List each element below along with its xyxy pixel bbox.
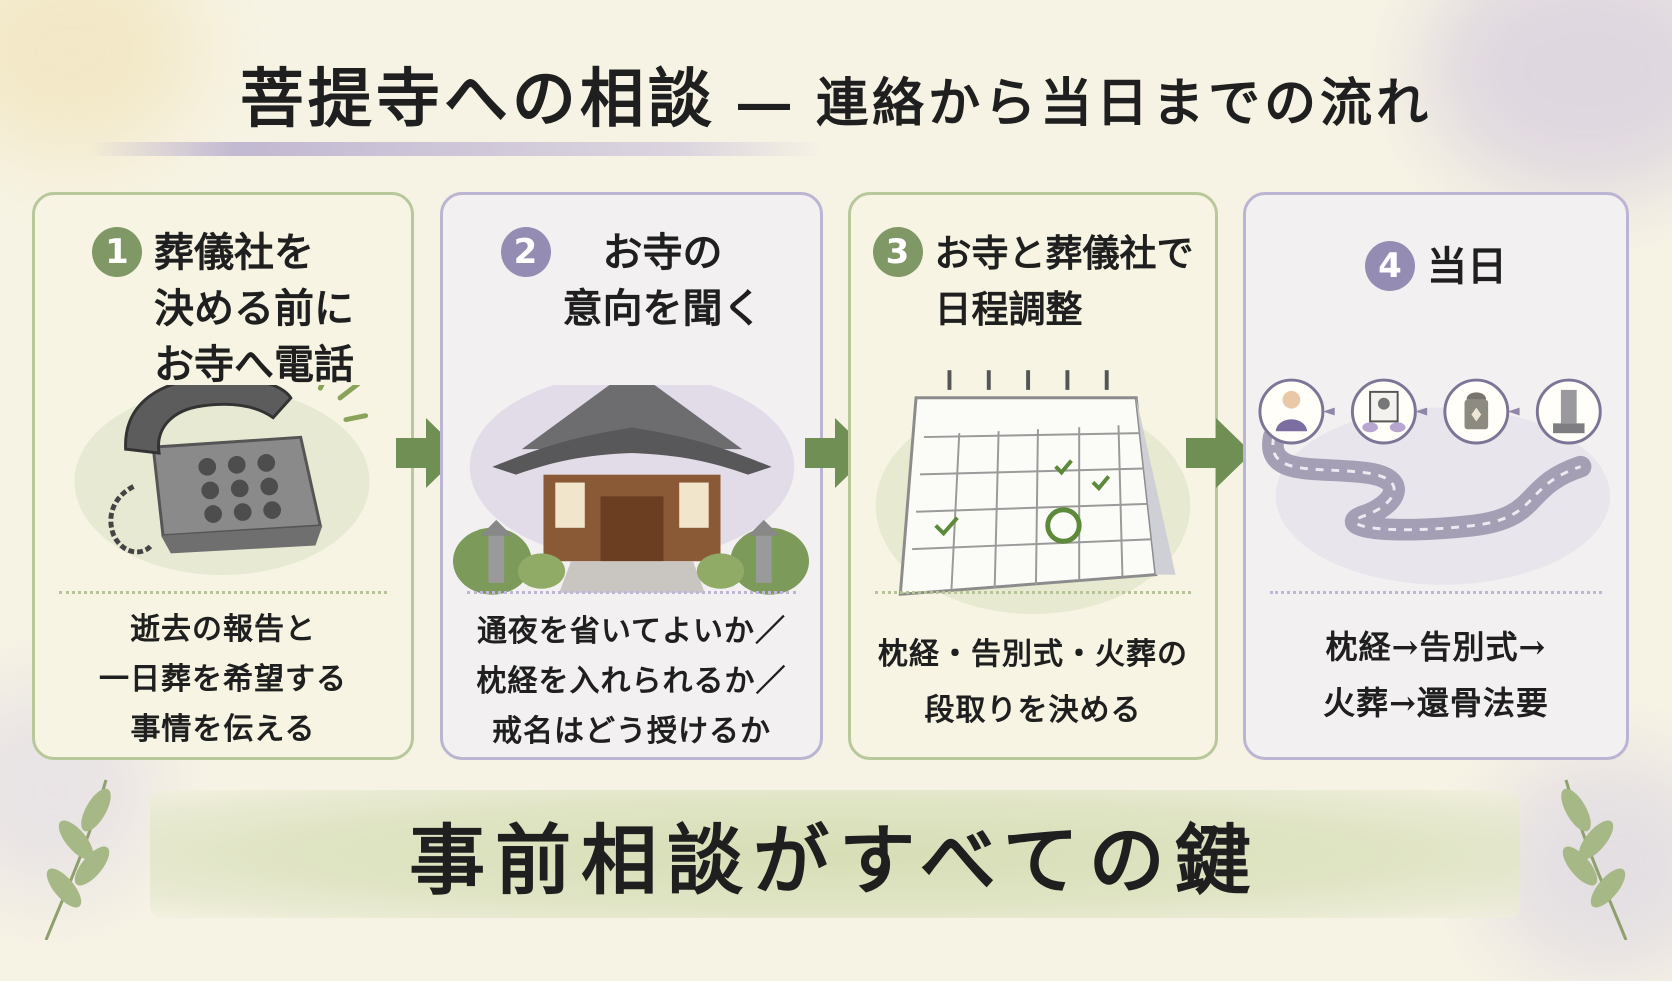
arrow-right-icon bbox=[1186, 418, 1252, 488]
step-description: 逝去の報告と 一日葬を希望する 事情を伝える bbox=[99, 612, 347, 747]
step-card-2: 2 お寺の 意向を聞く 通夜を省いてよいか／ 枕経を入れられるか／ 戒名はどう授… bbox=[440, 192, 823, 760]
step-card-4: 4 当日 枕経→告別式→ 火葬→還骨法要 bbox=[1243, 192, 1629, 760]
step-card-3: 3 お寺と葬儀社で 日程調整 枕経・告別式・火葬の 段取りを決め bbox=[848, 192, 1218, 760]
step-header: 2 お寺の 意向を聞く bbox=[443, 225, 820, 337]
divider bbox=[875, 591, 1191, 594]
arrow-right-icon bbox=[805, 418, 871, 488]
step-number-badge: 2 bbox=[500, 227, 551, 277]
step-header: 1 葬儀社を 決める前に お寺へ電話 bbox=[35, 225, 411, 393]
calendar-icon bbox=[861, 365, 1205, 745]
leaf-sprig-icon bbox=[1561, 779, 1628, 940]
step-heading: 葬儀社を 決める前に お寺へ電話 bbox=[154, 229, 354, 388]
title-main: 菩提寺への相談 bbox=[239, 62, 716, 137]
step-header: 3 お寺と葬儀社で 日程調整 bbox=[851, 225, 1215, 337]
telephone-icon bbox=[45, 364, 401, 757]
step-header: 4 当日 bbox=[1246, 239, 1626, 295]
step-heading: 当日 bbox=[1427, 243, 1507, 290]
step-description: 枕経→告別式→ 火葬→還骨法要 bbox=[1323, 628, 1549, 722]
page-title: 菩提寺への相談 ― 連絡から当日までの流れ bbox=[0, 48, 1672, 140]
title-sub: ― 連絡から当日までの流れ bbox=[715, 73, 1433, 134]
step-card-1: 1 葬儀社を 決める前に お寺へ電話 逝去の報告と 一日葬を希望する 事情を伝え… bbox=[32, 192, 414, 760]
step-number-badge: 3 bbox=[872, 227, 923, 277]
divider bbox=[59, 591, 387, 594]
step-heading: お寺の 意向を聞く bbox=[562, 229, 763, 332]
banner-text: 事前相談がすべての鍵 bbox=[409, 816, 1261, 905]
arrow-right-icon bbox=[396, 418, 462, 488]
step-description: 通夜を省いてよいか／ 枕経を入れられるか／ 戒名はどう授けるか bbox=[476, 614, 787, 749]
title-underline bbox=[88, 142, 828, 156]
step-description: 枕経・告別式・火葬の 段取りを決める bbox=[878, 637, 1188, 728]
divider bbox=[467, 591, 796, 594]
leaf-sprig-icon bbox=[44, 779, 111, 940]
step-number-badge: 4 bbox=[1365, 241, 1415, 291]
key-message-banner: 事前相談がすべての鍵 bbox=[150, 790, 1520, 918]
step-heading: お寺と葬儀社で 日程調整 bbox=[934, 231, 1194, 331]
divider bbox=[1270, 591, 1602, 594]
ceremony-path-icons bbox=[1256, 375, 1616, 755]
step-number-badge: 1 bbox=[92, 227, 142, 277]
temple-icon bbox=[453, 368, 810, 757]
